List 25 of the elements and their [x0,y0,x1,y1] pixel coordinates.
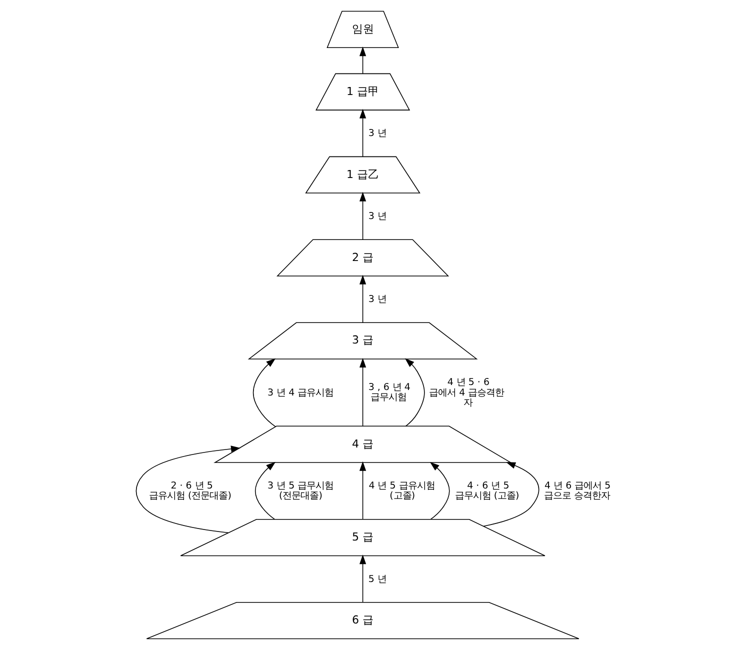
arrow [359,554,366,603]
edge-label: 3 년 [368,211,386,222]
edge-label: 2 · 6 년 5 급유시험 (전문대졸) [149,480,232,502]
arrow [430,462,450,520]
arrow [359,192,366,240]
arrow [359,358,366,426]
arrow [359,461,366,520]
edge-label: 3 년 4 급유시험 [268,387,334,398]
arrow [359,108,366,157]
arrow [359,274,366,323]
edge-label: 3 년 [368,294,386,306]
edge-label: 4 년 5 급유시험 (고졸) [368,480,435,502]
arrow [359,46,366,74]
edge-label: 3 년 5 급무시험 (전문대졸) [268,480,334,502]
edge-label: 5 년 [368,574,386,585]
arrow [254,462,276,520]
edge-label: 4 년 5 · 6 급에서 4 급승격한 자 [429,377,504,409]
edge-label: 4 년 6 급에서 5 급으로 승격한자 [544,480,611,502]
arrow [404,358,425,427]
edge-label: 3 , 6 년 4 급무시험 [368,382,410,404]
arrow [483,462,540,527]
edge-label: 3 년 [368,128,386,140]
arrow [252,358,276,428]
arrow [136,446,240,534]
edge-label: 4 · 6 년 5 급무시험 (고졸) [454,480,520,502]
